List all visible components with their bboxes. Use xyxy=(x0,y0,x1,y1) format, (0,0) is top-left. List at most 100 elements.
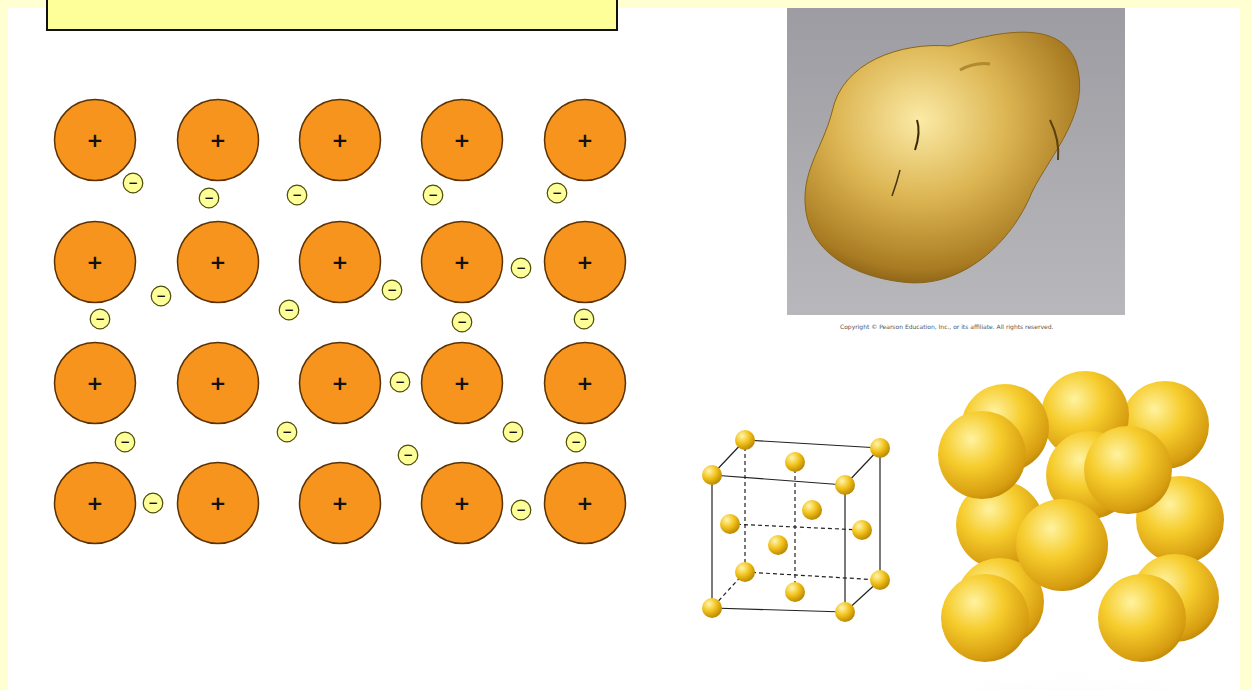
electron-circle: − xyxy=(546,182,568,204)
cation-circle: + xyxy=(53,461,137,545)
circle-shape xyxy=(115,432,135,452)
charge-sign: + xyxy=(87,373,104,393)
circle-shape xyxy=(422,100,503,181)
circle-shape xyxy=(300,343,381,424)
electron-circle: − xyxy=(565,431,587,453)
electron-circle: − xyxy=(114,431,136,453)
circle-shape xyxy=(452,312,472,332)
charge-sign: + xyxy=(577,373,594,393)
charge-sign: + xyxy=(332,252,349,272)
circle-shape xyxy=(300,222,381,303)
header-box xyxy=(47,0,617,30)
circle-shape xyxy=(547,183,567,203)
cation-circle: + xyxy=(176,341,260,425)
copyright-caption: Copyright © Pearson Education, Inc., or … xyxy=(840,323,1053,330)
gold-nugget-photo xyxy=(787,8,1125,315)
electron-sign: − xyxy=(128,177,138,189)
electron-circle: − xyxy=(150,285,172,307)
electron-sign: − xyxy=(120,436,130,448)
circle-shape xyxy=(398,445,418,465)
electron-sign: − xyxy=(403,449,413,461)
electron-sign: − xyxy=(284,304,294,316)
circle-shape xyxy=(300,100,381,181)
circle-shape xyxy=(545,100,626,181)
electron-sign: − xyxy=(95,313,105,325)
circle-shape xyxy=(178,222,259,303)
circle-shape xyxy=(143,493,163,513)
circle-shape xyxy=(151,286,171,306)
circle-shape xyxy=(55,463,136,544)
charge-sign: + xyxy=(87,493,104,513)
charge-sign: + xyxy=(454,130,471,150)
electron-circle: − xyxy=(89,308,111,330)
circle-shape xyxy=(422,222,503,303)
circle-shape xyxy=(178,463,259,544)
circle-shape xyxy=(566,432,586,452)
cation-circle: + xyxy=(543,341,627,425)
cation-circle: + xyxy=(176,220,260,304)
cation-circle: + xyxy=(298,98,382,182)
charge-sign: + xyxy=(87,252,104,272)
charge-sign: + xyxy=(210,373,227,393)
circle-shape xyxy=(199,188,219,208)
charge-sign: + xyxy=(454,373,471,393)
charge-sign: + xyxy=(454,493,471,513)
charge-sign: + xyxy=(332,493,349,513)
electron-sign: − xyxy=(282,426,292,438)
cation-circle: + xyxy=(53,98,137,182)
cation-circle: + xyxy=(298,461,382,545)
electron-circle: − xyxy=(122,172,144,194)
charge-sign: + xyxy=(87,130,104,150)
circle-shape xyxy=(178,100,259,181)
electron-sign: − xyxy=(552,187,562,199)
cation-circle: + xyxy=(543,461,627,545)
electron-sign: − xyxy=(457,316,467,328)
cation-circle: + xyxy=(420,220,504,304)
cation-circle: + xyxy=(176,98,260,182)
circle-shape xyxy=(123,173,143,193)
circle-shape xyxy=(545,222,626,303)
cation-circle: + xyxy=(420,98,504,182)
electron-circle: − xyxy=(502,421,524,443)
electron-circle: − xyxy=(381,279,403,301)
charge-sign: + xyxy=(210,252,227,272)
circle-shape xyxy=(390,372,410,392)
electron-circle: − xyxy=(451,311,473,333)
cation-circle: + xyxy=(420,341,504,425)
cation-circle: + xyxy=(298,341,382,425)
electron-circle: − xyxy=(278,299,300,321)
charge-sign: + xyxy=(210,130,227,150)
circle-shape xyxy=(279,300,299,320)
electron-circle: − xyxy=(510,257,532,279)
packed-spheres xyxy=(938,371,1224,662)
cation-circle: + xyxy=(420,461,504,545)
charge-sign: + xyxy=(577,493,594,513)
circle-shape xyxy=(300,463,381,544)
circle-shape xyxy=(55,100,136,181)
circle-shape xyxy=(287,185,307,205)
circle-shape xyxy=(574,309,594,329)
charge-sign: + xyxy=(577,130,594,150)
electron-sign: − xyxy=(292,189,302,201)
electron-circle: − xyxy=(286,184,308,206)
electron-circle: − xyxy=(389,371,411,393)
circle-shape xyxy=(277,422,297,442)
circle-shape xyxy=(545,343,626,424)
electron-sign: − xyxy=(579,313,589,325)
electron-sign: − xyxy=(571,436,581,448)
electron-sign: − xyxy=(428,189,438,201)
charge-sign: + xyxy=(454,252,471,272)
circle-shape xyxy=(382,280,402,300)
circle-shape xyxy=(545,463,626,544)
charge-sign: + xyxy=(332,130,349,150)
cation-circle: + xyxy=(543,98,627,182)
page-panel xyxy=(8,8,1240,690)
circle-shape xyxy=(503,422,523,442)
electron-sign: − xyxy=(387,284,397,296)
circle-shape xyxy=(422,463,503,544)
cation-circle: + xyxy=(298,220,382,304)
electron-circle: − xyxy=(397,444,419,466)
circle-shape xyxy=(422,343,503,424)
electron-circle: − xyxy=(422,184,444,206)
